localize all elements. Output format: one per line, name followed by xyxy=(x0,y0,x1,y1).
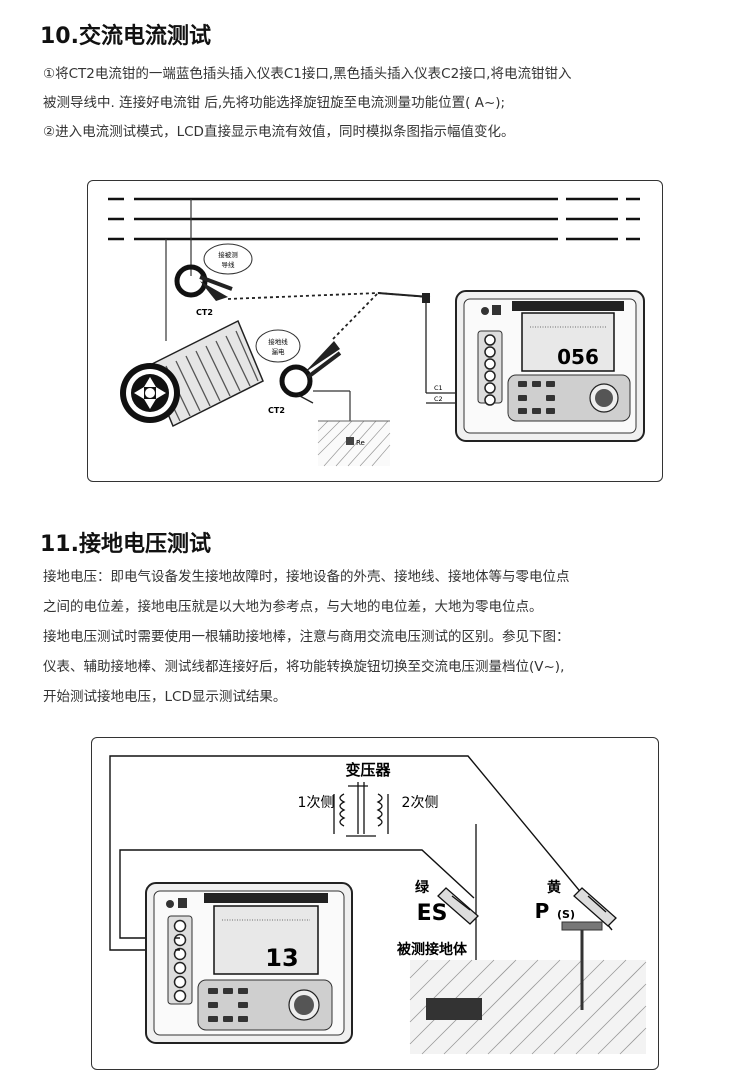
primary-side-label: 1次侧 xyxy=(298,795,335,811)
lcd-reading-2: 13 xyxy=(265,944,298,972)
clamp-lower xyxy=(279,341,342,398)
lcd-reading-1: 056 xyxy=(557,345,599,369)
clip-es xyxy=(437,887,479,925)
port-c1-label: C1 xyxy=(434,384,443,392)
transformer-label: 变压器 xyxy=(345,761,391,779)
clip-p xyxy=(573,887,617,927)
section-11-paragraph-4: 仪表、辅助接地棒、测试线都连接好后，将功能转换旋钮切换至交流电压测量档位(V~)… xyxy=(43,659,565,675)
section-11-title: 11.接地电压测试 xyxy=(40,532,211,557)
bubble-upper-line1: 接被测 xyxy=(218,250,238,259)
p-terminal-sub-label: (S) xyxy=(557,908,575,921)
ground-resistance-label: Re xyxy=(356,439,365,447)
es-terminal-label: ES xyxy=(417,901,448,926)
clamp-upper xyxy=(174,264,233,301)
yellow-lead-label: 黄 xyxy=(547,879,561,896)
section-11-paragraph-2: 之间的电位差，接地电压就是以大地为参考点，与大地的电位差，大地为零电位点。 xyxy=(43,599,543,615)
meter-device-2: 13 xyxy=(145,882,353,1044)
bubble-upper-line2: 导线 xyxy=(222,260,236,269)
p-terminal-label: P xyxy=(535,899,550,923)
section-11-paragraph-3: 接地电压测试时需要使用一根辅助接地棒，注意与商用交流电压测试的区别。参见下图： xyxy=(43,629,570,645)
section-10-title: 10.交流电流测试 xyxy=(40,24,211,49)
motor-icon xyxy=(120,319,264,428)
meter-device-1: 056 xyxy=(455,290,645,442)
section-11-paragraph-1: 接地电压：即电气设备发生接地故障时，接地设备的外壳、接地线、接地体等与零电位点 xyxy=(43,569,570,585)
transformer-icon xyxy=(333,782,389,837)
ground-voltage-diagram: 变压器 1次侧 2次侧 绿 ES 黄 P (S) 被测接地体 xyxy=(91,737,659,1070)
clamp-lower-label: CT2 xyxy=(268,406,285,415)
clamp-upper-label: CT2 xyxy=(196,308,213,317)
section-10-paragraph-3: ②进入电流测试模式，LCD直接显示电流有效值，同时模拟条图指示幅值变化。 xyxy=(43,124,515,140)
section-10-paragraph-1: ①将CT2电流钳的一端蓝色插头插入仪表C1接口,黑色插头插入仪表C2接口,将电流… xyxy=(43,66,572,82)
power-lines xyxy=(108,197,640,241)
section-11-paragraph-5: 开始测试接地电压，LCD显示测试结果。 xyxy=(43,689,287,705)
port-c2-label: C2 xyxy=(434,395,443,403)
bubble-lower-line2: 漏电 xyxy=(272,347,286,356)
current-test-diagram: CT2 接被测 导线 C1 C2 xyxy=(87,180,663,482)
section-10-paragraph-2: 被测导线中. 连接好电流钳 后,先将功能选择旋钮旋至电流测量功能位置( A~); xyxy=(43,95,506,111)
secondary-side-label: 2次侧 xyxy=(402,795,439,811)
grounded-body-label: 被测接地体 xyxy=(397,941,468,958)
green-lead-label: 绿 xyxy=(415,879,430,896)
bubble-lower-line1: 接地线 xyxy=(268,337,288,346)
